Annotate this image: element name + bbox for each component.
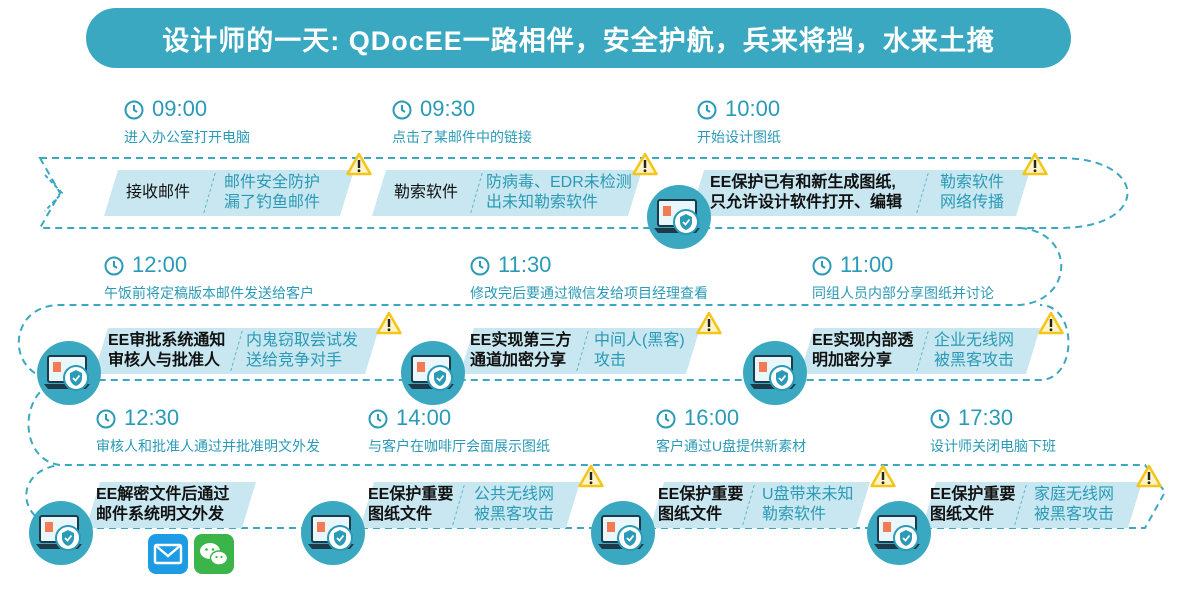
event-desc: 同组人员内部分享图纸并讨论 — [812, 285, 994, 301]
clock-icon — [124, 100, 144, 120]
step-label: EE实现第三方 通道加密分享 — [470, 332, 572, 369]
event-time: 11:00 — [840, 252, 894, 277]
clock-icon — [104, 256, 124, 276]
laptop-shield-icon — [743, 341, 807, 405]
step-label: EE保护重要 图纸文件 — [930, 486, 1016, 523]
event-time: 12:00 — [132, 252, 188, 277]
laptop-shield-icon — [591, 501, 655, 565]
laptop-shield-icon — [647, 185, 711, 249]
clock-icon — [656, 409, 676, 429]
threat-text: 防病毒、EDR未检测 出未知勒索软件 — [486, 174, 632, 211]
event-desc: 与客户在咖啡厅会面展示图纸 — [368, 438, 550, 454]
clock-icon — [697, 100, 717, 120]
step-card-ee-approval: EE审批系统通知 审核人与批准人 内鬼窃取尝试发 送给竞争对手 — [94, 328, 379, 374]
step-card-ee-decrypt-send: EE解密文件后通过 邮件系统明文外发 — [86, 482, 256, 528]
step-label: EE保护重要 图纸文件 — [368, 486, 454, 523]
warning-icon — [578, 464, 604, 488]
mail-icon — [148, 534, 188, 574]
event-desc: 进入办公室打开电脑 — [124, 129, 250, 145]
clock-icon — [368, 409, 388, 429]
warning-icon — [632, 152, 658, 176]
event-time: 11:30 — [498, 252, 552, 277]
threat-text: 家庭无线网 被黑客攻击 — [1034, 486, 1115, 523]
warning-icon — [346, 152, 372, 176]
page-title: 设计师的一天: QDocEE一路相伴，安全护航，兵来将挡，水来土掩 — [86, 8, 1071, 68]
threat-text: 公共无线网 被黑客攻击 — [474, 486, 555, 523]
event-desc: 修改完后要通过微信发给项目经理查看 — [470, 285, 708, 301]
step-label: EE保护已有和新生成图纸, 只允许设计软件打开、编辑 — [710, 174, 903, 211]
clock-icon — [930, 409, 950, 429]
step-label: EE保护重要 图纸文件 — [658, 486, 744, 523]
warning-icon — [696, 311, 722, 335]
event-time: 09:00 — [152, 96, 208, 121]
warning-icon — [1038, 311, 1064, 335]
wechat-icon — [194, 534, 234, 574]
event-time: 09:30 — [420, 96, 476, 121]
warning-icon — [376, 311, 402, 335]
laptop-shield-icon — [867, 501, 931, 565]
event-time: 14:00 — [396, 405, 452, 430]
threat-text: U盘带来未知 勒索软件 — [762, 486, 854, 523]
threat-text: 邮件安全防护 漏了钓鱼邮件 — [224, 174, 321, 211]
step-card-ransomware: 勒索软件 防病毒、EDR未检测 出未知勒索软件 — [372, 170, 642, 216]
threat-text: 企业无线网 被黑客攻击 — [934, 332, 1015, 369]
laptop-shield-icon — [37, 341, 101, 405]
event-time: 12:30 — [124, 405, 180, 430]
laptop-shield-icon — [29, 501, 93, 565]
clock-icon — [812, 256, 832, 276]
event-desc: 设计师关闭电脑下班 — [930, 438, 1056, 454]
laptop-shield-icon — [401, 341, 465, 405]
threat-text: 中间人(黑客) 攻击 — [594, 332, 685, 369]
event-desc: 审核人和批准人通过并批准明文外发 — [96, 438, 320, 454]
step-card-ee-third-party-share: EE实现第三方 通道加密分享 中间人(黑客) 攻击 — [460, 328, 700, 374]
warning-icon — [1136, 464, 1162, 488]
step-card-ee-protect-home: EE保护重要 图纸文件 家庭无线网 被黑客攻击 — [922, 482, 1142, 528]
step-label: EE审批系统通知 审核人与批准人 — [108, 332, 226, 369]
event-time: 16:00 — [684, 405, 740, 430]
threat-text: 勒索软件 网络传播 — [940, 174, 1005, 211]
clock-icon — [96, 409, 116, 429]
event-time: 10:00 — [725, 96, 781, 121]
threat-text: 内鬼窃取尝试发 送给竞争对手 — [246, 332, 359, 369]
event-desc: 点击了某邮件中的链接 — [392, 129, 532, 145]
step-label: 勒索软件 — [394, 184, 459, 201]
laptop-shield-icon — [301, 501, 365, 565]
clock-icon — [392, 100, 412, 120]
step-card-ee-protect-drawings: EE保护已有和新生成图纸, 只允许设计软件打开、编辑 勒索软件 网络传播 — [690, 170, 1030, 216]
clock-icon — [470, 256, 490, 276]
step-label: EE实现内部透 明加密分享 — [812, 332, 914, 369]
event-desc: 开始设计图纸 — [697, 129, 781, 145]
event-time: 17:30 — [958, 405, 1014, 430]
step-label: 接收邮件 — [126, 184, 191, 201]
step-card-ee-internal-share: EE实现内部透 明加密分享 企业无线网 被黑客攻击 — [800, 328, 1040, 374]
step-card-ee-protect-cafe: EE保护重要 图纸文件 公共无线网 被黑客攻击 — [360, 482, 580, 528]
step-label: EE解密文件后通过 邮件系统明文外发 — [96, 486, 230, 523]
warning-icon — [870, 464, 896, 488]
warning-icon — [1022, 152, 1048, 176]
event-desc: 午饭前将定稿版本邮件发送给客户 — [104, 285, 314, 301]
event-desc: 客户通过U盘提供新素材 — [656, 438, 807, 454]
step-card-receive-mail: 接收邮件 邮件安全防护 漏了钓鱼邮件 — [104, 170, 354, 216]
step-card-ee-protect-usb: EE保护重要 图纸文件 U盘带来未知 勒索软件 — [650, 482, 870, 528]
